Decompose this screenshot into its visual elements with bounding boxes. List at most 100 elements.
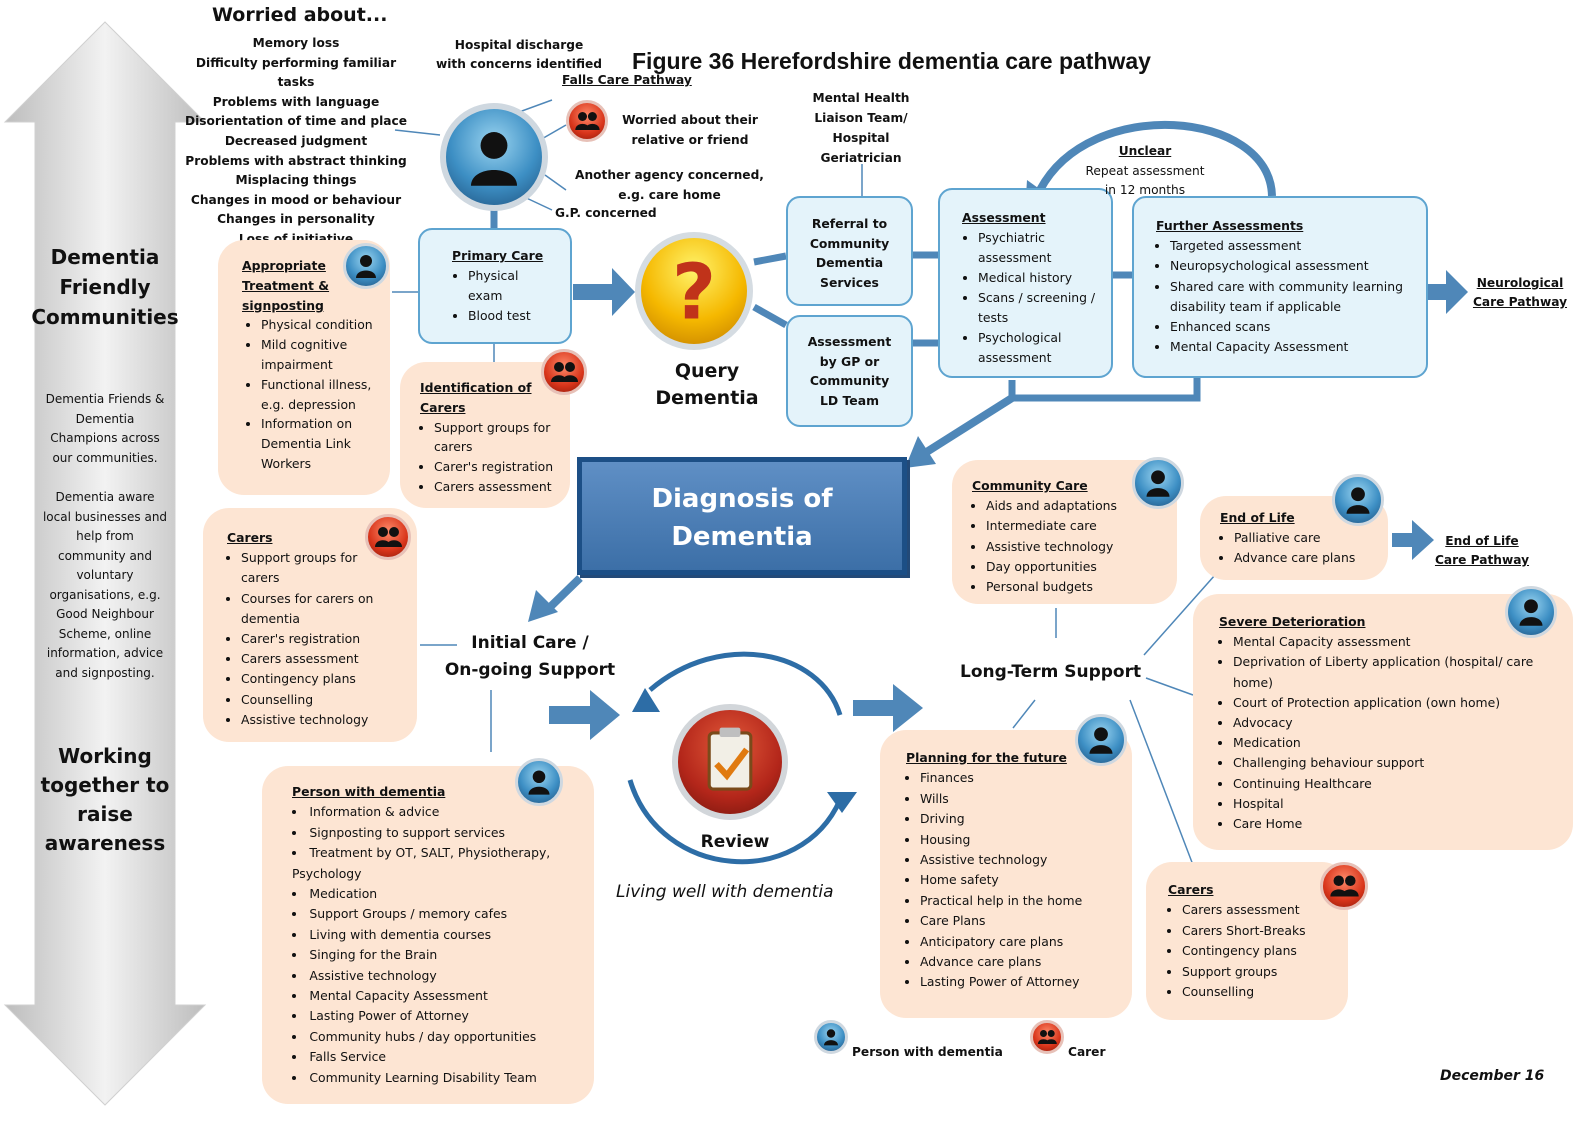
planning-future-box: Planning for the future Finances Wills D… (880, 730, 1132, 1018)
identification-carers-title: Identification of Carers (420, 380, 532, 415)
list-item: Driving (920, 809, 1124, 829)
list-item: Carer's registration (434, 457, 562, 477)
list-item: Deprivation of Liberty application (hosp… (1233, 652, 1553, 692)
carers-title: Carers (1168, 882, 1214, 897)
legend-carer-label: Carer (1068, 1045, 1106, 1059)
carers-title: Carers (227, 530, 273, 545)
list-item: Neuropsychological assessment (1170, 256, 1418, 276)
list-item: Personal budgets (986, 577, 1169, 597)
community-care-box: Community Care Aids and adaptations Inte… (952, 460, 1177, 604)
list-item: Aids and adaptations (986, 496, 1169, 516)
date-label: December 16 (1440, 1068, 1545, 1084)
legend-person-label: Person with dementia (852, 1045, 1003, 1059)
list-item: Contingency plans (1182, 941, 1340, 961)
person-icon (1505, 586, 1557, 638)
worried-item: Changes in mood or behaviour (190, 192, 402, 207)
person-icon (440, 103, 548, 211)
primary-care-title: Primary Care (452, 248, 544, 263)
list-item: Enhanced scans (1170, 317, 1418, 337)
list-item: Support groups (1182, 962, 1340, 982)
carers-longterm-box: Carers Carers assessment Carers Short-Br… (1146, 862, 1348, 1020)
list-item: Carers assessment (1182, 900, 1340, 920)
list-item: Lasting Power of Attorney (920, 972, 1124, 992)
list-item: Assistive technology (241, 710, 409, 730)
further-assessments-title: Further Assessments (1156, 218, 1304, 233)
carer-icon (541, 349, 587, 395)
appropriate-treatment-box: Appropriate Treatment & signposting Phys… (218, 240, 390, 495)
list-item: Support groups for carers (241, 548, 371, 588)
list-item: Community hubs / day opportunities (292, 1027, 586, 1047)
list-item: Care Plans (920, 911, 1124, 931)
review-label: Review (700, 832, 770, 852)
list-item: Community Learning Disability Team (292, 1068, 586, 1088)
list-item: Scans / screening / tests (978, 288, 1108, 328)
worried-item: Disorientation of time and place (184, 114, 407, 129)
list-item: Palliative care (1234, 528, 1380, 548)
list-item: Functional illness, e.g. depression (261, 375, 380, 415)
list-item: Contingency plans (241, 669, 409, 689)
awareness-double-arrow (3, 21, 207, 1106)
list-item: Medication (292, 884, 586, 904)
worried-item: Problems with abstract thinking (185, 153, 407, 168)
list-item: Physical exam (468, 266, 528, 306)
list-item: Information on Dementia Link Workers (261, 414, 380, 473)
worried-list: Memory loss Difficulty performing famili… (180, 34, 412, 250)
list-item: Anticipatory care plans (920, 932, 1124, 952)
list-item: Medical history (978, 268, 1105, 288)
list-item: Carers Short-Breaks (1182, 921, 1340, 941)
assessment-title: Assessment (962, 210, 1046, 225)
list-item: Support groups for carers (434, 418, 562, 458)
long-term-support-label: Long-Term Support (960, 662, 1142, 682)
list-item: Living with dementia courses (292, 925, 586, 945)
list-item: Practical help in the home (920, 891, 1124, 911)
person-icon (515, 758, 563, 806)
trigger-another-agency: Another agency concerned,e.g. care home (575, 168, 764, 202)
list-item: Shared care with community learning disa… (1170, 277, 1420, 317)
clipboard-check-icon (672, 704, 788, 820)
list-item: Courses for carers on dementia (241, 589, 391, 629)
list-item: Assistive technology (292, 966, 586, 986)
list-item: Falls Service (292, 1047, 586, 1067)
worried-item: Difficulty performing familiar tasks (195, 55, 397, 90)
community-care-title: Community Care (972, 478, 1088, 493)
list-item: Home safety (920, 870, 1124, 890)
list-item: Finances (920, 768, 1124, 788)
list-item: Carers assessment (241, 649, 409, 669)
person-with-dementia-box: Person with dementia Information & advic… (262, 766, 594, 1104)
list-item: Wills (920, 789, 1124, 809)
assessment-box: Assessment Psychiatric assessment Medica… (938, 188, 1113, 378)
legend-person-icon (814, 1020, 848, 1054)
end-of-life-title: End of Life (1220, 510, 1295, 525)
list-item: Targeted assessment (1170, 236, 1418, 256)
primary-care-box: Primary Care Physical exam Blood test (418, 228, 572, 344)
list-item: Intermediate care (986, 516, 1169, 536)
list-item: Assistive technology (920, 850, 1124, 870)
list-item: Mental Capacity Assessment (292, 986, 586, 1006)
list-item: Treatment by OT, SALT, Physiotherapy, Ps… (292, 843, 562, 884)
list-item: Support Groups / memory cafes (292, 904, 586, 924)
carer-icon (1320, 862, 1368, 910)
list-item: Carers assessment (434, 477, 562, 497)
falls-care-pathway-link[interactable]: Falls Care Pathway (562, 73, 692, 87)
list-item: Assistive technology (986, 537, 1169, 557)
person-with-dementia-title: Person with dementia (292, 784, 446, 799)
list-item: Court of Protection application (own hom… (1233, 693, 1565, 713)
worried-item: Problems with language (212, 94, 380, 109)
worried-item: Changes in personality (217, 212, 375, 227)
list-item: Advocacy (1233, 713, 1565, 733)
person-icon (1332, 474, 1384, 526)
worried-item: Memory loss (252, 36, 340, 50)
list-item: Hospital (1233, 794, 1565, 814)
